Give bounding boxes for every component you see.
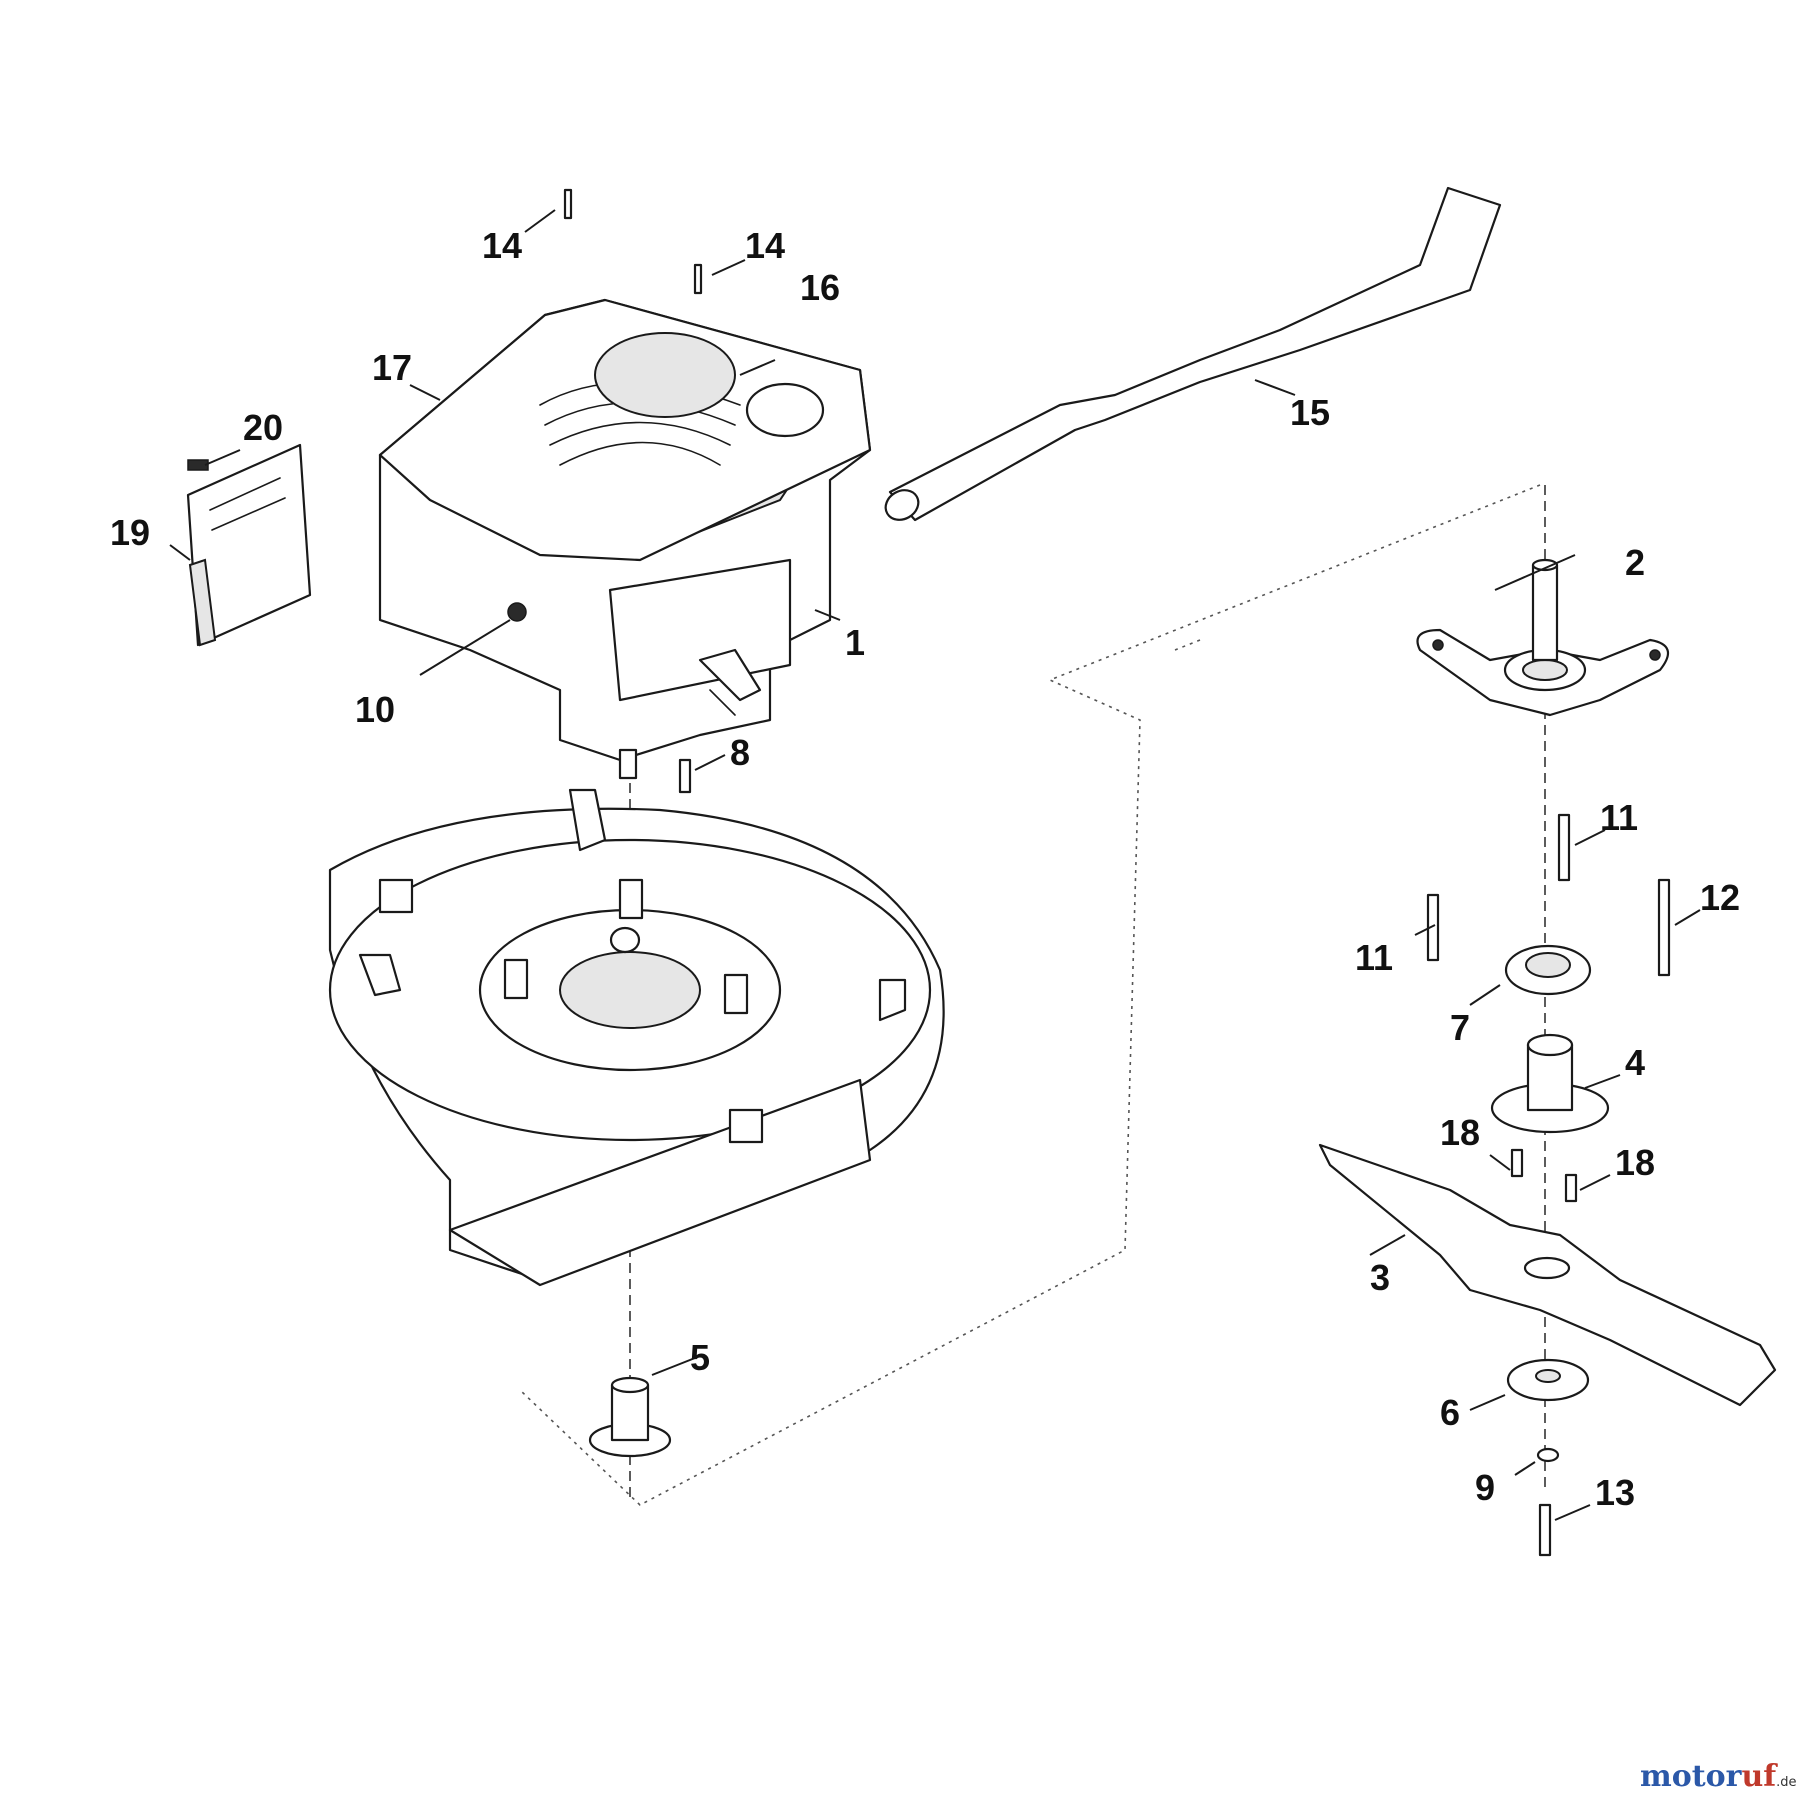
callout-19: 19: [110, 512, 150, 553]
key-pins: [1489, 1148, 1611, 1203]
callout-7: 7: [1450, 1007, 1470, 1048]
blade-washer: [1469, 1358, 1590, 1411]
callout-14-right: 14: [745, 225, 785, 266]
cutting-blade: [1318, 1143, 1777, 1407]
callout-16: 16: [800, 267, 840, 308]
engine: [378, 298, 872, 780]
engine-leaders: [169, 359, 1576, 676]
callout-9: 9: [1475, 1467, 1495, 1508]
blade-adapter-lower: [588, 1357, 696, 1458]
engine-bolt: [507, 602, 527, 622]
bearing: [1469, 944, 1592, 1006]
callout-10: 10: [355, 689, 395, 730]
callout-6: 6: [1440, 1392, 1460, 1433]
watermark-suffix: .de: [1776, 1775, 1796, 1790]
callout-2: 2: [1625, 542, 1645, 583]
watermark-part2: uf: [1741, 1759, 1778, 1794]
spring-washer: [1514, 1447, 1560, 1476]
handle-bar: [884, 186, 1502, 522]
callout-11-upper: 11: [1600, 797, 1638, 838]
callout-15: 15: [1290, 392, 1330, 433]
blade-adapter: [1490, 1033, 1621, 1134]
callout-4: 4: [1625, 1042, 1645, 1083]
svg-text:motoruf.de: motoruf.de: [1640, 1759, 1797, 1794]
fuel-cap: [594, 332, 736, 418]
callout-13: 13: [1595, 1472, 1635, 1513]
bolt-11-upper: [1557, 813, 1571, 882]
callout-1: 1: [845, 622, 865, 663]
callout-5: 5: [690, 1337, 710, 1378]
callout-20: 20: [243, 407, 283, 448]
bolt-12: [1657, 878, 1671, 977]
callout-18-right: 18: [1615, 1142, 1655, 1183]
blade-carrier: [1416, 558, 1670, 717]
callout-14-left: 14: [482, 225, 522, 266]
discharge-chute: [448, 1078, 872, 1287]
callout-11-lower: 11: [1355, 937, 1393, 978]
rear-cover: [186, 443, 312, 647]
watermark-part1: motor: [1640, 1759, 1743, 1794]
callout-17: 17: [372, 347, 412, 388]
mower-deck: [328, 788, 945, 1287]
callout-3: 3: [1370, 1257, 1390, 1298]
bolt-13: [1538, 1503, 1552, 1557]
oil-fill-cap: [745, 382, 825, 438]
callout-18-left: 18: [1440, 1112, 1480, 1153]
spacer-pin: [678, 754, 726, 794]
cover-screw: [187, 459, 209, 471]
callout-8: 8: [730, 732, 750, 773]
watermark-logo: motoruf.de: [1640, 1759, 1797, 1794]
callout-labels: 1 2 3 4 5 6 7 8 9 10 11 11 12 13 14 14 1…: [110, 225, 1740, 1513]
callout-12: 12: [1700, 877, 1740, 918]
blade-bolts: [1414, 813, 1701, 1557]
pins: [524, 188, 746, 295]
